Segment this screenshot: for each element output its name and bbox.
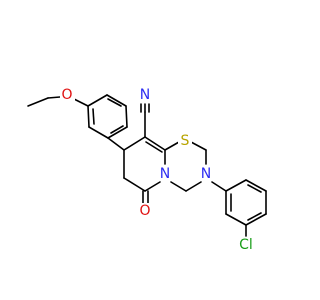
nitrile-n-atom: N <box>138 87 152 103</box>
bond-ar2-double-1 <box>247 184 262 193</box>
ether-o-label: O <box>61 87 72 103</box>
ring-s-atom: S <box>178 133 192 149</box>
bond-n5-c6 <box>144 181 161 192</box>
fused-n-atom: N <box>158 166 172 182</box>
triazine-n-label: N <box>201 166 211 182</box>
bond-ar1-double-2 <box>110 125 124 134</box>
bond-ethyl-ch3 <box>27 97 49 107</box>
carbonyl-o-atom: O <box>138 203 153 219</box>
bonds <box>27 94 267 237</box>
bond-n3-c4 <box>185 181 202 192</box>
bond-ar2-b <box>245 179 267 192</box>
fused-n-label: N <box>160 166 170 182</box>
bond-ar1-a <box>87 105 90 128</box>
bond-c4-n5 <box>170 181 187 192</box>
bond-c9a-s <box>164 141 180 151</box>
bond-ar1-double-1 <box>92 108 95 125</box>
bond-ar1-e <box>106 94 127 107</box>
bond-aryl-c8 <box>107 137 125 151</box>
bond-o-aryl <box>73 98 89 107</box>
chloro-label: Cl <box>239 237 253 253</box>
bond-ar1-f <box>87 94 108 107</box>
bond-ar1-d <box>125 105 128 128</box>
bond-ar1-b <box>88 126 109 139</box>
nitrile-n-label: N <box>140 87 150 103</box>
chloro-atom: Cl <box>236 237 256 253</box>
carbonyl-o-label: O <box>139 203 150 219</box>
bond-c6-c7 <box>123 177 146 192</box>
atom-labels: N S N N O O Cl <box>60 87 256 253</box>
bond-ar2-a <box>225 179 247 192</box>
bond-c9-c9a <box>144 136 166 151</box>
bond-ar2-d <box>245 213 267 226</box>
bond-ar1-double-3 <box>107 98 122 107</box>
triazine-n-atom: N <box>199 166 213 182</box>
bond-ar1-c <box>107 126 128 139</box>
bond-ar2-e <box>225 213 247 226</box>
chemical-structure-diagram: N S N N O O Cl <box>27 87 267 253</box>
bond-c8-c9 <box>123 136 146 151</box>
bond-s-c2 <box>190 141 207 151</box>
bond-c9-c9a-double <box>145 141 163 153</box>
ring-s-label: S <box>181 133 190 149</box>
bond-n3-aryl <box>211 181 227 192</box>
bond-ar2-double-2 <box>247 212 262 221</box>
ether-o-atom: O <box>60 87 75 103</box>
bond-ethyl-ch2-o <box>47 96 61 99</box>
